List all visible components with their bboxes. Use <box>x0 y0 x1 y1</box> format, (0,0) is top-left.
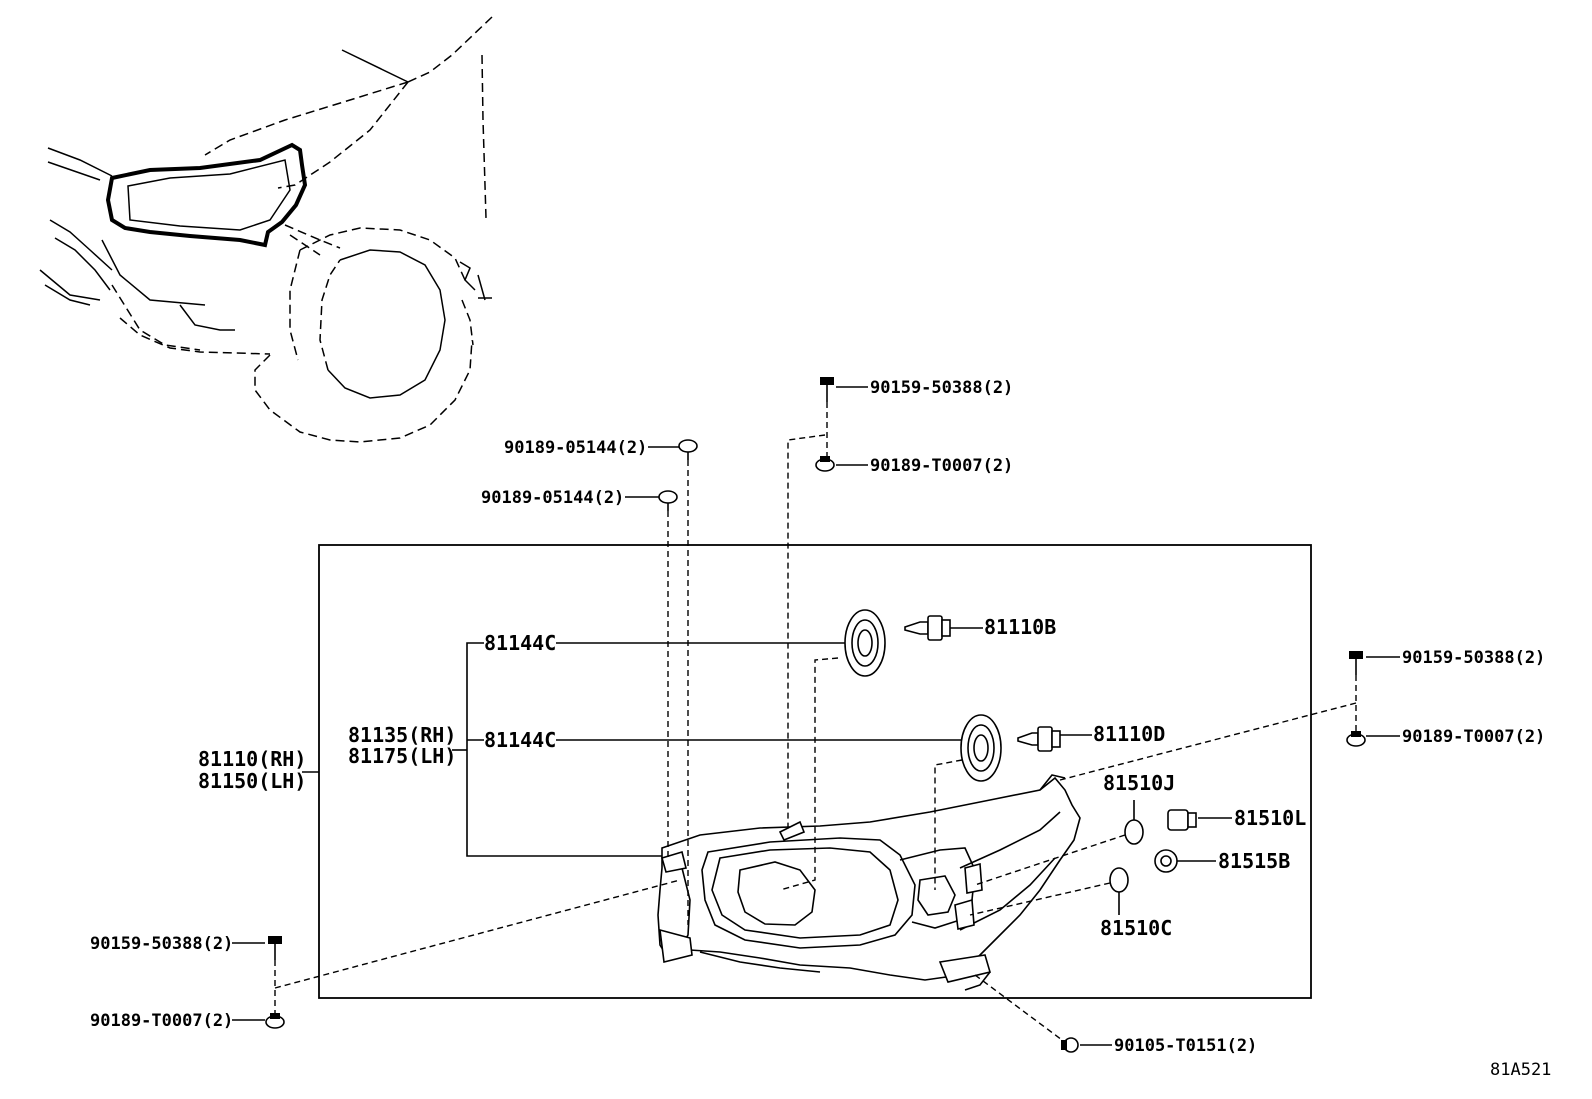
callout-nut-top: 90189-T0007(2) <box>870 456 1013 476</box>
callout-socket-b: 81515B <box>1218 849 1290 873</box>
callout-housing-rh: 81135(RH) <box>348 723 456 747</box>
headlamp-assembly-drawing <box>657 774 1081 991</box>
leader-lines <box>232 386 1400 1046</box>
callout-cover-lower: 81144C <box>484 728 556 752</box>
diagram-id: 81A521 <box>1490 1060 1551 1080</box>
fastener-nut-right <box>1346 731 1366 747</box>
fastener-clip-top-1 <box>678 439 698 460</box>
bulb-c-part <box>1109 867 1129 893</box>
callout-nut-left: 90189-T0007(2) <box>90 1011 233 1031</box>
fastener-bolt-bottom <box>1061 1037 1079 1053</box>
callout-bulb-b: 81110B <box>984 615 1056 639</box>
callout-bulb-j: 81510J <box>1103 771 1175 795</box>
vehicle-front-illustration <box>39 16 493 443</box>
callout-cover-upper: 81144C <box>484 631 556 655</box>
fastener-nut-left <box>265 1013 285 1029</box>
fastener-screw-right <box>1349 651 1363 675</box>
callout-nut-right: 90189-T0007(2) <box>1402 727 1545 747</box>
fastener-screw-top <box>820 377 834 402</box>
callout-assembly-lh: 81150(LH) <box>198 769 306 793</box>
assembly-dashed-lines <box>274 402 1357 1041</box>
bulb-b-part <box>904 615 951 641</box>
callout-screw-top: 90159-50388(2) <box>870 378 1013 398</box>
callout-assembly-rh: 81110(RH) <box>198 747 306 771</box>
socket-l-part <box>1167 809 1197 831</box>
fastener-screw-left <box>268 936 282 960</box>
callout-bulb-c: 81510C <box>1100 916 1172 940</box>
callout-screw-right: 90159-50388(2) <box>1402 648 1545 668</box>
socket-b-part <box>1154 849 1178 873</box>
callout-bolt-bottom: 90105-T0151(2) <box>1114 1036 1257 1056</box>
callout-clip-top-1: 90189-05144(2) <box>504 438 647 458</box>
bulb-d-part <box>1017 726 1061 752</box>
callout-bulb-d: 81110D <box>1093 722 1165 746</box>
callout-clip-top-2: 90189-05144(2) <box>481 488 624 508</box>
bulb-j-part <box>1124 819 1144 845</box>
cover-upper-part <box>844 609 886 677</box>
fastener-clip-top-2 <box>658 490 678 511</box>
fastener-nut-top <box>815 456 835 472</box>
callout-socket-l: 81510L <box>1234 806 1306 830</box>
cover-lower-part <box>960 714 1002 782</box>
callout-screw-left: 90159-50388(2) <box>90 934 233 954</box>
callout-housing-lh: 81175(LH) <box>348 744 456 768</box>
